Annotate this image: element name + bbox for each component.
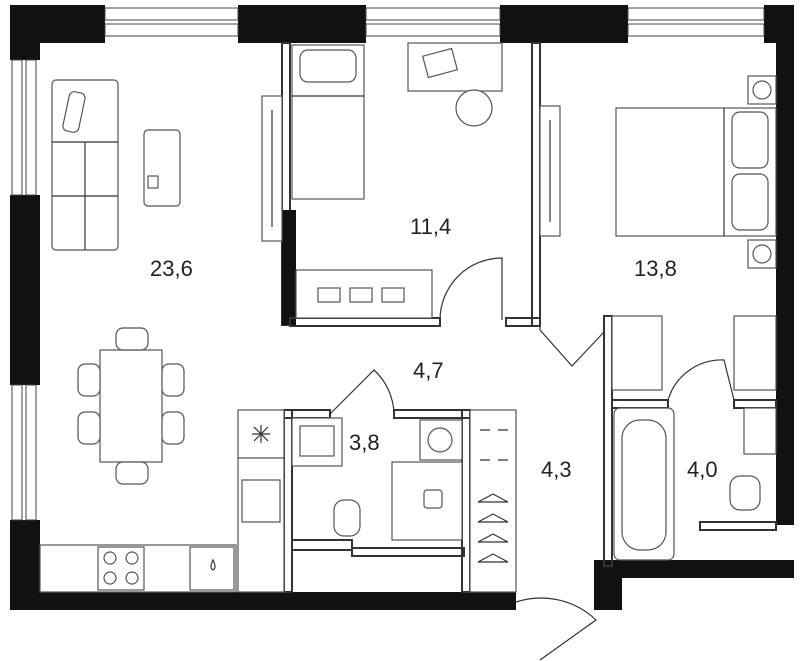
- area-label-living: 23,6: [150, 256, 193, 281]
- outer-walls: [10, 5, 794, 610]
- area-label-wardrobe-corridor: 4,3: [541, 457, 572, 482]
- area-label-bedroom-master: 13,8: [634, 256, 677, 281]
- area-labels: 23,6 11,4 13,8 4,7 3,8 4,3 4,0: [150, 214, 718, 482]
- kitchen: [39, 409, 285, 593]
- area-label-bathroom-tub: 4,0: [687, 457, 718, 482]
- area-label-hallway: 4,7: [413, 358, 444, 383]
- small-bathroom: [291, 417, 463, 541]
- area-label-bathroom-small: 3,8: [349, 430, 380, 455]
- living-room-furniture: [51, 79, 185, 485]
- area-label-bedroom-small: 11,4: [410, 214, 451, 239]
- wardrobe-corridor: [469, 409, 517, 593]
- small-bedroom-furniture: [261, 42, 503, 319]
- doors: [329, 257, 735, 661]
- master-bedroom-furniture: [539, 75, 777, 269]
- tub-bathroom: [611, 315, 777, 561]
